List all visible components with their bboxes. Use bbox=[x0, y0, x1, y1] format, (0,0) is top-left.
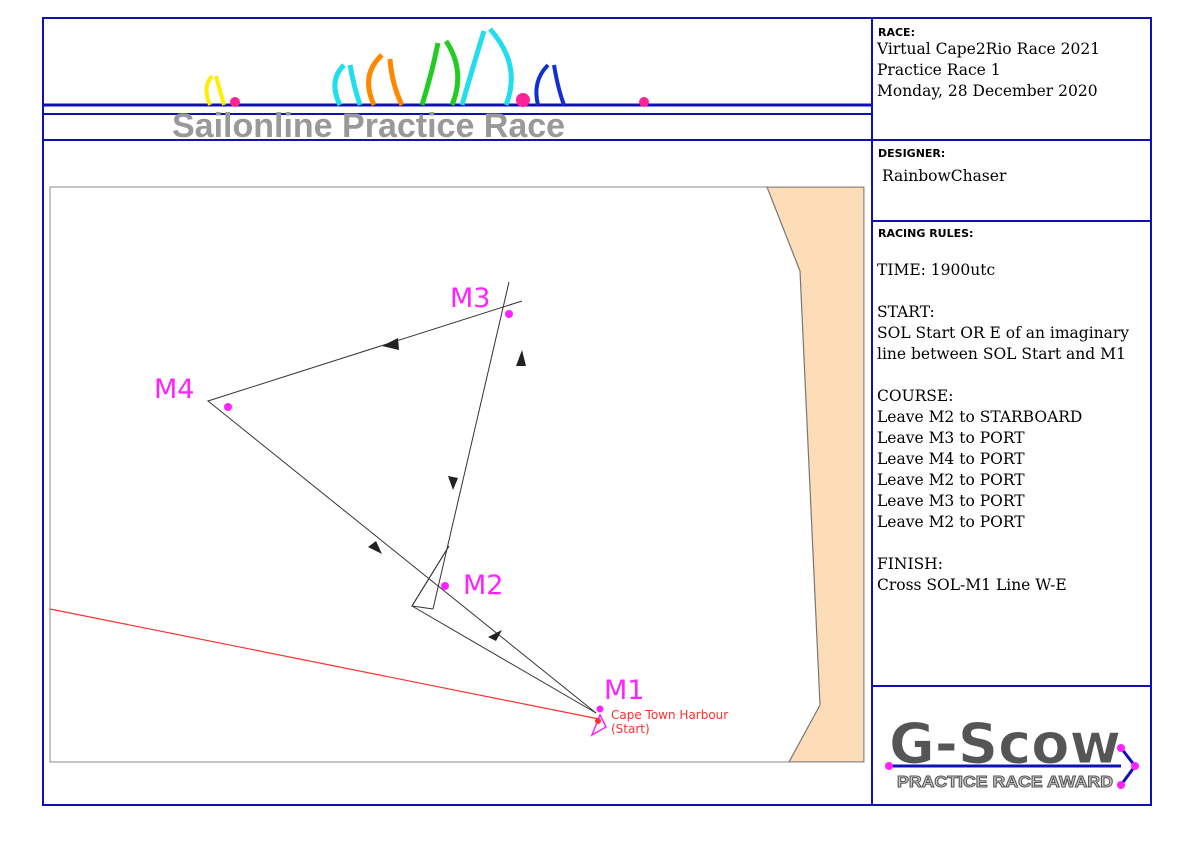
arrow-5 bbox=[516, 350, 526, 366]
designer-header: DESIGNER: bbox=[878, 147, 946, 160]
award-dot-3 bbox=[1117, 781, 1125, 789]
start-line bbox=[50, 608, 600, 720]
award-dot-left bbox=[885, 762, 893, 770]
buoy-3 bbox=[639, 97, 649, 107]
leg-m2-m3 bbox=[432, 281, 510, 610]
race-name: Virtual Cape2Rio Race 2021 bbox=[877, 40, 1101, 58]
start-label-line-2: (Start) bbox=[611, 722, 650, 736]
sail-orange bbox=[366, 53, 405, 107]
mark-m1-label: M1 bbox=[604, 675, 644, 706]
arrow-4 bbox=[448, 476, 458, 490]
rules-body: TIME: 1900utc START: SOL Start OR E of a… bbox=[877, 260, 1129, 596]
designer-name: RainbowChaser bbox=[882, 167, 1007, 185]
sail-blue bbox=[534, 63, 566, 106]
mark-m2-dot bbox=[441, 582, 449, 590]
course-map: M1 M2 M3 M4 Cape Town Harbour (Start) bbox=[49, 186, 865, 763]
start-point bbox=[595, 718, 601, 724]
course-arrows bbox=[368, 338, 526, 641]
rules-course-line-1: Leave M2 to STARBOARD bbox=[877, 408, 1083, 426]
award-subtitle: PRACTICE RACE AWARD bbox=[897, 774, 1113, 791]
award-cell: G-Scow PRACTICE RACE AWARD bbox=[871, 685, 1152, 806]
rules-course-line-3: Leave M4 to PORT bbox=[877, 450, 1025, 468]
rules-course-line-4: Leave M2 to PORT bbox=[877, 471, 1025, 489]
leg-m1-m4 bbox=[206, 300, 597, 714]
mark-m4-label: M4 bbox=[154, 374, 194, 405]
award-dot-2 bbox=[1131, 762, 1139, 770]
sail-green bbox=[419, 39, 461, 106]
rules-course-line-6: Leave M2 to PORT bbox=[877, 513, 1025, 531]
arrow-2 bbox=[368, 541, 382, 554]
land-coast bbox=[766, 187, 864, 762]
banner-cell: Sailonline Practice Race bbox=[42, 17, 873, 141]
designer-cell: DESIGNER: RainbowChaser bbox=[871, 139, 1152, 222]
course-legs bbox=[206, 281, 597, 714]
banner-title: Sailonline Practice Race bbox=[172, 107, 565, 139]
rules-start-line-1: SOL Start OR E of an imaginary bbox=[877, 324, 1130, 342]
start-label-line-1: Cape Town Harbour bbox=[611, 708, 728, 722]
race-subtitle: Practice Race 1 bbox=[877, 61, 1001, 79]
race-cell: RACE: Virtual Cape2Rio Race 2021 Practic… bbox=[871, 17, 1152, 141]
rules-start-line-2: line between SOL Start and M1 bbox=[877, 345, 1126, 363]
rules-finish-line: Cross SOL-M1 Line W-E bbox=[877, 576, 1067, 594]
sail-yellow bbox=[204, 74, 226, 106]
race-details: Virtual Cape2Rio Race 2021 Practice Race… bbox=[877, 39, 1100, 102]
rules-time: TIME: 1900utc bbox=[877, 261, 996, 279]
award-dot-1 bbox=[1117, 744, 1125, 752]
rules-cell: RACING RULES: TIME: 1900utc START: SOL S… bbox=[871, 220, 1152, 687]
race-header: RACE: bbox=[878, 26, 915, 39]
mark-m2-label: M2 bbox=[463, 570, 503, 601]
map-cell: M1 M2 M3 M4 Cape Town Harbour (Start) bbox=[42, 139, 873, 806]
arrow-1 bbox=[382, 338, 399, 350]
start-boat-icon bbox=[590, 713, 607, 737]
award-logo: G-Scow PRACTICE RACE AWARD bbox=[885, 712, 1139, 792]
rules-course-title: COURSE: bbox=[877, 387, 954, 405]
mark-m4-dot bbox=[224, 403, 232, 411]
sail-cyan bbox=[332, 63, 363, 107]
race-date: Monday, 28 December 2020 bbox=[877, 82, 1098, 100]
buoy-1 bbox=[230, 97, 240, 107]
sail-cyan-2 bbox=[459, 27, 514, 106]
rules-header: RACING RULES: bbox=[878, 227, 974, 240]
buoy-2 bbox=[516, 93, 530, 107]
arrow-3 bbox=[488, 630, 502, 641]
banner-logo: Sailonline Practice Race bbox=[44, 27, 871, 139]
mark-m3-dot bbox=[505, 310, 513, 318]
rules-start-title: START: bbox=[877, 303, 935, 321]
leg-m2-hook bbox=[411, 545, 450, 610]
mark-m1-dot bbox=[596, 705, 604, 713]
map-water bbox=[49, 186, 865, 763]
mark-m3-label: M3 bbox=[450, 283, 490, 314]
rules-course-line-2: Leave M3 to PORT bbox=[877, 429, 1025, 447]
rules-course-line-5: Leave M3 to PORT bbox=[877, 492, 1025, 510]
rules-finish-title: FINISH: bbox=[877, 555, 943, 573]
